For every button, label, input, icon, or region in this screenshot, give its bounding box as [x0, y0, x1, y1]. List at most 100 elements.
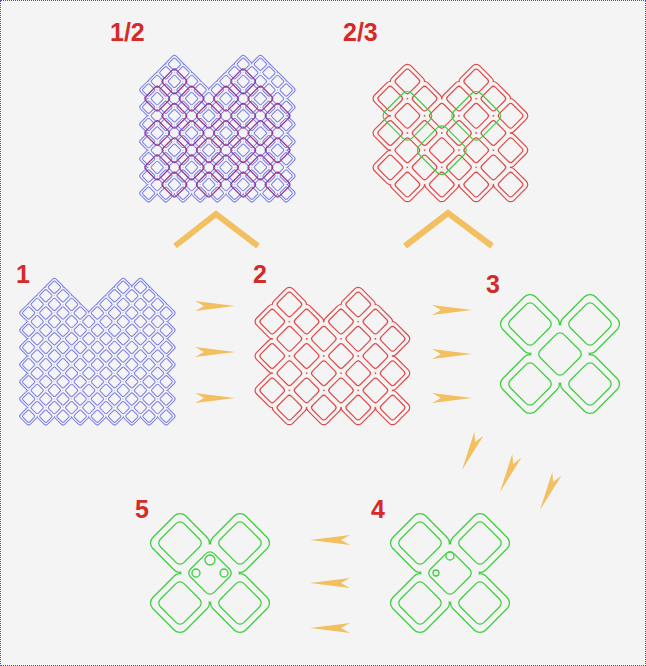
lattice-cell	[56, 306, 69, 319]
lattice-cell	[276, 325, 303, 352]
notch	[433, 570, 439, 576]
chevron-arrow	[432, 349, 472, 359]
lattice-cell	[381, 89, 435, 143]
lattice-cell	[151, 384, 164, 397]
lattice-cell	[125, 306, 138, 319]
lattice-cell	[82, 366, 95, 379]
lattice-cell	[168, 178, 181, 191]
lattice-cell	[195, 171, 222, 198]
lattice-cell	[219, 92, 232, 105]
lattice-cell	[161, 171, 188, 198]
lattice-cell	[48, 332, 61, 345]
lattice-cell	[142, 323, 155, 336]
chevron-arrow	[195, 347, 235, 357]
lattice-cell	[397, 580, 444, 627]
lattice-cell	[151, 401, 164, 414]
lattice-cell	[30, 315, 43, 328]
lattice-cell	[374, 355, 410, 391]
lattice-cell	[168, 109, 181, 122]
lattice-cell	[446, 120, 473, 147]
lattice-cell	[446, 154, 473, 181]
lattice-cell	[142, 409, 155, 422]
lattice-cell	[236, 178, 249, 191]
lattice-cell	[108, 375, 121, 388]
lattice-cell	[91, 306, 104, 319]
lattice-cell	[116, 280, 129, 293]
lattice-cell	[159, 323, 172, 336]
lattice-cell	[397, 520, 444, 567]
lattice-cell	[394, 137, 421, 164]
lattice-cell	[39, 392, 52, 405]
lattice-cell	[254, 161, 267, 174]
lattice-cell	[276, 394, 303, 421]
lattice-cell	[56, 409, 69, 422]
lattice-cell	[213, 154, 240, 181]
lattice-cell	[134, 298, 147, 311]
lattice-cell	[82, 332, 95, 345]
lattice-cell	[537, 331, 584, 378]
lattice-cell	[142, 341, 155, 354]
lattice-cell	[276, 291, 303, 318]
lattice-cell	[48, 315, 61, 328]
lattice-part	[254, 286, 411, 426]
lattice-cell	[195, 102, 222, 129]
lattice-cell	[345, 291, 372, 318]
lattice-cell	[202, 143, 215, 156]
lattice-cell	[362, 308, 389, 335]
lattice-cell	[125, 392, 138, 405]
lattice-cell	[480, 154, 507, 181]
lattice-cell	[159, 409, 172, 422]
lattice-cell	[48, 384, 61, 397]
lattice-cell	[219, 126, 232, 139]
lattice-cell	[217, 520, 264, 567]
chevron-arrow	[432, 305, 472, 315]
lattice-cell	[65, 366, 78, 379]
lattice-cell	[492, 166, 528, 202]
lattice-cell	[219, 161, 232, 174]
lattice-cell	[73, 392, 86, 405]
lattice-cell	[168, 75, 181, 88]
lattice-cell	[125, 341, 138, 354]
lattice-cell	[185, 161, 198, 174]
lattice-cell	[492, 132, 528, 168]
lattice-cell	[99, 298, 112, 311]
lattice-cell	[168, 143, 181, 156]
combine-carets	[175, 213, 492, 246]
lattice-cell	[448, 571, 512, 635]
lattice-cell	[463, 68, 490, 95]
lattice-cell	[277, 167, 295, 185]
lattice-cell	[328, 308, 355, 335]
lattice-cell	[99, 315, 112, 328]
lattice-cell	[178, 120, 205, 147]
lattice-cell	[22, 306, 35, 319]
lattice-cell	[30, 401, 43, 414]
notch	[192, 569, 200, 577]
lattice-cell	[362, 377, 389, 404]
lattice-cell	[142, 392, 155, 405]
lattice-cell	[134, 280, 147, 293]
lattice-cell	[157, 321, 175, 339]
lattice-cell	[39, 358, 52, 371]
lattice-cell	[142, 306, 155, 319]
step-number: 2/3	[343, 20, 378, 45]
lattice-cell	[185, 126, 198, 139]
lattice-cell	[178, 85, 205, 112]
chevron-arrow	[310, 578, 350, 588]
lattice-cell	[99, 332, 112, 345]
lattice-cell	[142, 186, 155, 199]
lattice-cell	[22, 392, 35, 405]
lattice-cell	[247, 85, 274, 112]
lattice-cell	[99, 401, 112, 414]
lattice-cell	[379, 325, 406, 352]
lattice-cell	[30, 366, 43, 379]
lattice-cell	[116, 332, 129, 345]
lattice-part	[388, 511, 512, 635]
lattice-cell	[271, 178, 284, 191]
lattice-cell	[480, 85, 507, 112]
notch	[220, 569, 228, 577]
lattice-cell	[22, 358, 35, 371]
lattice-cell	[328, 343, 355, 370]
lattice-cell	[48, 280, 61, 293]
lattice-cell	[150, 126, 163, 139]
